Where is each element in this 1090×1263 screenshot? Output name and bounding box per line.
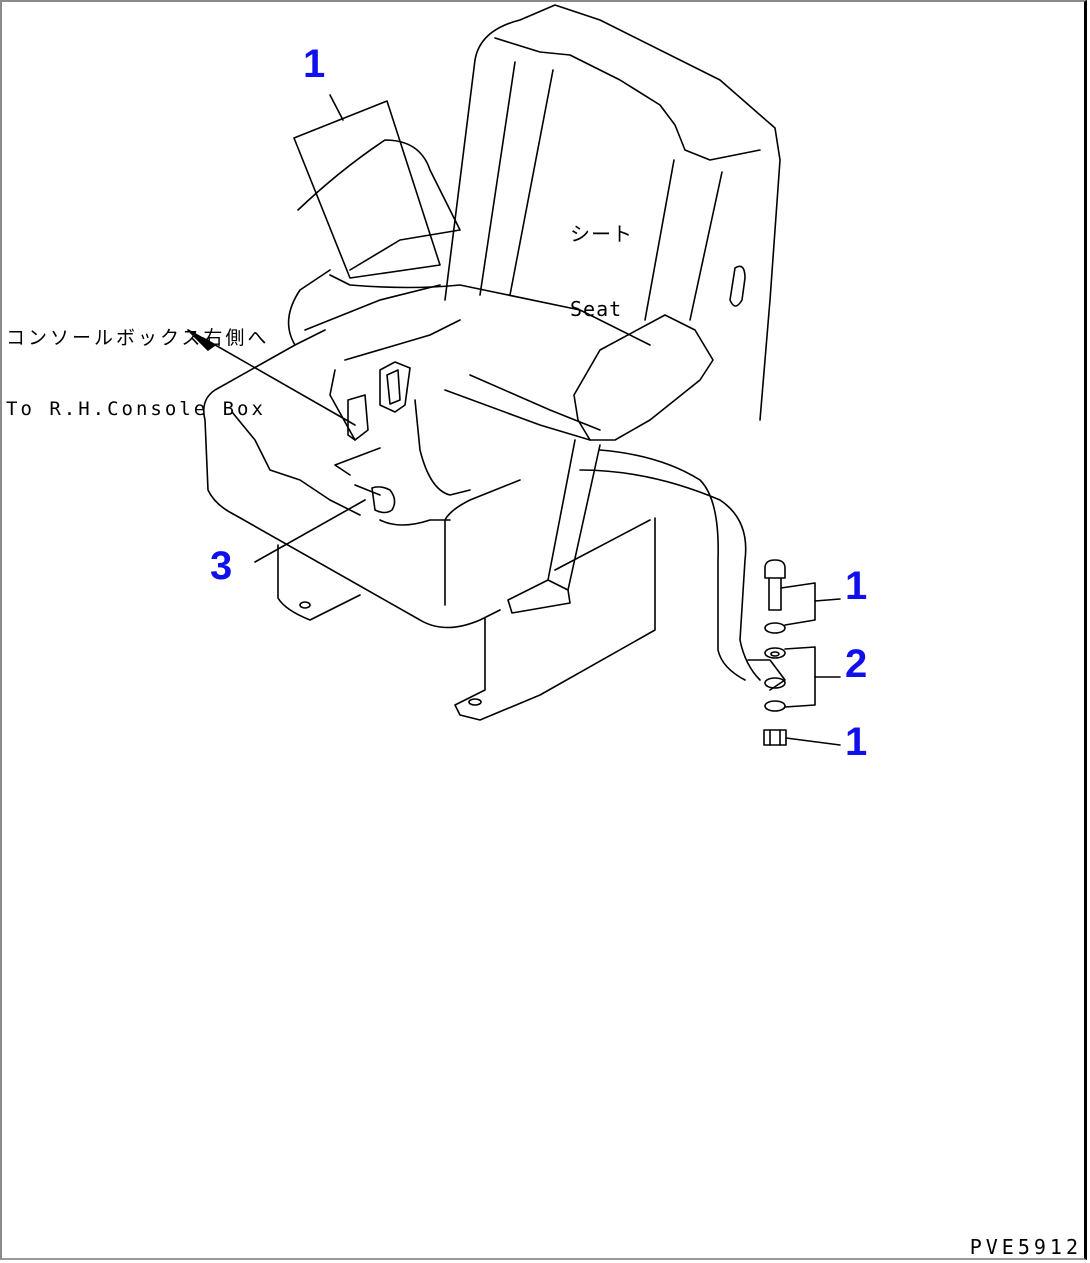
drawing-code: PVE5912 [969, 1235, 1082, 1259]
mounting-hardware [763, 559, 841, 746]
callout-3-buckle-bolt: 3 [210, 544, 233, 588]
callout-2-washers: 2 [845, 642, 868, 686]
console-box-label: コンソールボックス右側へ To R.H.Console Box [6, 279, 269, 445]
console-leader-arrow [187, 329, 356, 426]
retractor-tube [507, 439, 786, 691]
belt-strap [304, 274, 651, 496]
seat-label-jp: シート [570, 222, 633, 246]
armrest-pad [573, 314, 714, 441]
seat-label-en: Seat [570, 297, 623, 321]
console-box-label-jp: コンソールボックス右側へ [6, 326, 270, 349]
console-box-label-en: To R.H.Console Box [6, 397, 266, 420]
callout-1-nut: 1 [845, 720, 868, 764]
seat-base-bracket [277, 517, 656, 721]
seat-back [444, 4, 781, 421]
belt-tongue-plate [293, 94, 461, 279]
callout-1-belt: 1 [303, 42, 326, 86]
callout-1-bolt: 1 [845, 564, 868, 608]
seat-cushion [202, 269, 521, 629]
buckle-mount-bolt [254, 447, 396, 563]
seat-label: シート Seat [570, 172, 633, 347]
